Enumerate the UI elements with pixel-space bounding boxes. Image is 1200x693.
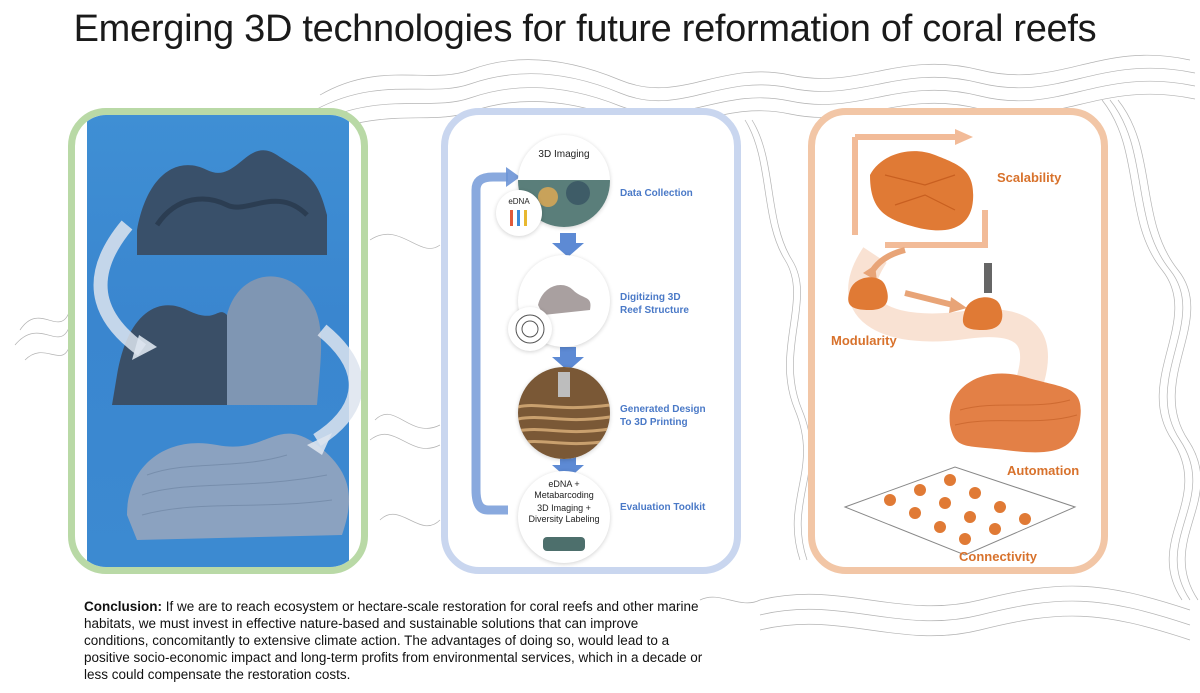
toolkit-line-3: 3D Imaging + <box>537 503 591 513</box>
step-2-line-2: Reef Structure <box>620 305 689 316</box>
automation-reef <box>949 373 1081 453</box>
scalability-reef <box>870 151 974 231</box>
step-1-line-1: Data Collection <box>620 188 693 199</box>
connectivity-grid <box>843 466 1077 556</box>
reef-mesh-thumbnail <box>538 285 591 315</box>
step-4-line-1: Evaluation Toolkit <box>620 502 706 513</box>
conclusion-heading: Conclusion: <box>84 599 162 614</box>
reef-scan-panel <box>68 108 368 574</box>
toolkit-circle: eDNA + Metabarcoding 3D Imaging + Divers… <box>518 471 610 563</box>
module-piece-1 <box>848 277 888 310</box>
page-title: Emerging 3D technologies for future refo… <box>73 8 1097 50</box>
principles-illustration <box>843 129 1081 556</box>
flow-arrow-2 <box>313 324 361 446</box>
down-arrow-1 <box>552 233 584 257</box>
reef-photo-middle <box>112 305 227 405</box>
step-3-line-2: To 3D Printing <box>620 417 688 428</box>
toolkit-line-1: eDNA + <box>548 479 580 489</box>
print-nozzle <box>984 263 992 293</box>
workflow-panel: 3D Imaging eDNA Data Collection Digitizi… <box>441 108 741 574</box>
workflow-arrows <box>471 167 584 515</box>
feedback-loop-arrow <box>471 172 508 515</box>
step-printing-label: Generated Design To 3D Printing <box>620 403 706 429</box>
imaging-caption: 3D Imaging <box>538 149 590 160</box>
design-principles-panel: Scalability Modularity Automation Connec… <box>808 108 1108 574</box>
flow-arrow-1 <box>93 220 147 356</box>
scalability-frame <box>852 134 988 248</box>
toolkit-line-2: Metabarcoding <box>534 490 594 500</box>
down-arrow-3 <box>552 455 584 479</box>
step-evaluation-label: Evaluation Toolkit <box>620 501 705 514</box>
module-piece-2 <box>962 297 1003 330</box>
reef-photo-top <box>137 150 327 255</box>
conclusion-paragraph: Conclusion: If we are to reach ecosystem… <box>84 598 704 683</box>
toolkit-line-4: Diversity Labeling <box>528 514 600 524</box>
down-arrow-2 <box>552 347 584 371</box>
module-link-arrow <box>904 290 954 308</box>
edna-circle: eDNA <box>496 190 542 236</box>
step-digitizing-label: Digitizing 3D Reef Structure <box>620 291 689 317</box>
step-3-line-1: Generated Design <box>620 404 706 415</box>
reef-model-bottom <box>127 433 350 540</box>
wireframe-circle <box>508 307 552 351</box>
reef-model-middle <box>227 276 322 405</box>
3d-printing-thumbnail <box>518 367 610 459</box>
step-2-line-1: Digitizing 3D <box>620 292 681 303</box>
label-connectivity: Connectivity <box>959 549 1038 564</box>
wireframe-thumbnail <box>515 314 545 344</box>
underwater-photo <box>87 115 361 567</box>
label-modularity: Modularity <box>831 333 897 348</box>
label-scalability: Scalability <box>997 170 1062 185</box>
dna-strands-icon <box>510 210 527 226</box>
edna-caption: eDNA <box>508 197 530 206</box>
step-data-collection-label: Data Collection <box>620 187 693 200</box>
printing-circle <box>518 367 610 459</box>
reef-scan-illustration <box>93 150 361 540</box>
conclusion-text: If we are to reach ecosystem or hectare-… <box>84 599 703 682</box>
reef-photo-small <box>543 537 585 551</box>
label-automation: Automation <box>1007 463 1080 478</box>
